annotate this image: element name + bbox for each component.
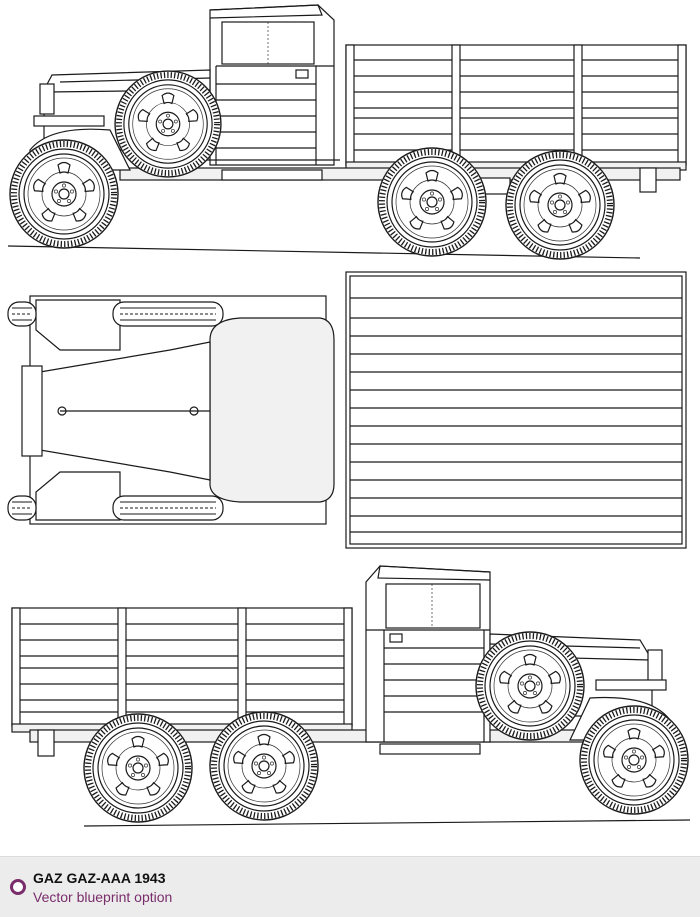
cargo-bed-bottom [11,607,353,733]
footer-bar: GAZ GAZ-AAA 1943 Vector blueprint option [0,856,700,917]
cab-bottom [365,565,491,743]
blueprint-drawing [0,4,700,827]
front-wheel-bottom [580,706,688,814]
footer-subtitle-link[interactable]: Vector blueprint option [33,889,173,905]
cargo-bed [345,44,687,171]
rear-wheel-2-bottom [210,712,318,820]
cab-roof [209,317,335,503]
footer-title: GAZ GAZ-AAA 1943 [33,870,166,886]
cargo-bed-top [345,271,687,549]
radiator-top [21,365,43,457]
front-tire-right [7,495,37,521]
spare-tire-right [112,495,224,521]
ground-line-bottom [83,819,691,827]
rear-wheel-2 [506,151,614,259]
spare-wheel [115,71,221,177]
spare-wheel-bottom [476,632,584,740]
front-wheel [10,140,118,248]
side-view-right [7,4,687,259]
cab [200,4,340,166]
spare-tire-left [112,301,224,327]
rear-wheel-1-bottom [84,714,192,822]
circle-bullet-icon [10,879,26,895]
side-view-left [11,565,691,827]
rear-wheel-1 [378,148,486,256]
front-tire-left [7,301,37,327]
ground-line-top [7,245,641,259]
top-view [7,271,687,549]
